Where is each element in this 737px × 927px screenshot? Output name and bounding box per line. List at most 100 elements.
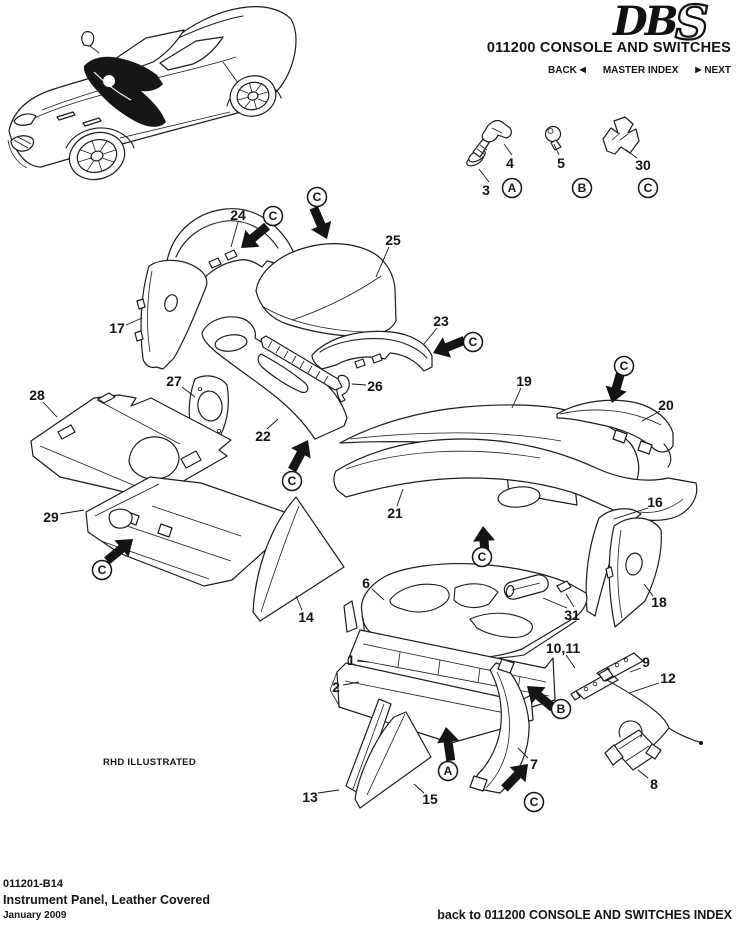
part-callout-8: 8 [637, 769, 658, 792]
hood-vents [56, 111, 102, 127]
side-glass [159, 36, 224, 71]
fixing-badge-C: C [471, 546, 493, 568]
part-number-label: 23 [433, 313, 449, 329]
fixing-badge-A: A [501, 177, 523, 199]
nav-back-link[interactable]: BACK ◀ [548, 65, 586, 76]
nav-next-label: NEXT [704, 65, 731, 76]
part-number-label: 6 [362, 575, 370, 591]
nav-next-link[interactable]: ▶ NEXT [695, 65, 731, 76]
part-number-label: 5 [557, 155, 565, 171]
nav-links: BACK ◀ MASTER INDEX ▶ NEXT [548, 65, 731, 76]
part-7-shape [469, 658, 530, 794]
part-16-shape [585, 508, 642, 617]
headlight [13, 113, 37, 126]
part-callout-10-11: 10,11 [546, 640, 580, 669]
part-callout-2: 2 [332, 679, 360, 695]
part-callout-17: 17 [109, 317, 143, 336]
part-number-label: 31 [564, 607, 580, 623]
part-15-shape [354, 711, 432, 809]
part-callout-20: 20 [641, 397, 674, 422]
svg-text:C: C [620, 359, 629, 373]
part-2-shape [329, 662, 534, 744]
part-number-label: 25 [385, 232, 401, 248]
fastener-arrow-icon-2 [433, 336, 467, 358]
part-25-shape [255, 243, 397, 337]
nav-master-index-link[interactable]: MASTER INDEX [602, 65, 679, 76]
next-arrow-icon: ▶ [695, 65, 702, 74]
fixing-badge-C: C [523, 791, 545, 813]
part-callout-30: 30 [625, 149, 651, 173]
dbs-logo-icon: DB S [612, 0, 710, 46]
fixing-badge-C: C [262, 205, 284, 227]
part-callout-16: 16 [613, 494, 663, 520]
part-number-label: 27 [166, 373, 182, 389]
part-number-label: 15 [422, 791, 438, 807]
part-callout-19: 19 [511, 373, 532, 409]
part-number-label: 13 [302, 789, 318, 805]
fastener-arrow-icon-7 [527, 686, 556, 712]
fixing-badge-C: C [91, 559, 113, 581]
part-30-shape [602, 116, 640, 155]
page-title: 011200 CONSOLE AND SWITCHES [486, 40, 731, 56]
fixing-badge-C: C [306, 186, 328, 208]
part-number-label: 24 [230, 207, 246, 223]
part-callout-9: 9 [629, 654, 650, 673]
fixing-badge-A: A [437, 760, 459, 782]
part-8-shape [604, 720, 662, 771]
fixing-badge-C: C [613, 355, 635, 377]
part-number-label: 19 [516, 373, 532, 389]
part-17-shape [134, 259, 208, 370]
part-number-label: 9 [642, 654, 650, 670]
part-callout-25: 25 [375, 232, 401, 278]
svg-text:C: C [269, 209, 278, 223]
part-callout-29: 29 [43, 509, 85, 525]
svg-text:B: B [557, 702, 566, 716]
part-5-shape [544, 125, 562, 151]
part-31-shape [503, 574, 572, 600]
fixing-badge-B: B [571, 177, 593, 199]
fixing-badge-C: C [462, 331, 484, 353]
fixing-badge-B: B [550, 698, 572, 720]
fastener-arrow-icon-0 [241, 222, 270, 248]
nav-back-label: BACK [548, 65, 577, 76]
fastener-arrow-icon-1 [309, 205, 332, 239]
part-number-label: 28 [29, 387, 45, 403]
part-number-label: 2 [332, 679, 340, 695]
fixing-badge-C: C [281, 470, 303, 492]
logo-s-text: S [675, 0, 709, 46]
part-number-label: 12 [660, 670, 676, 686]
part-14-shape [252, 496, 345, 622]
part-callout-31: 31 [542, 593, 580, 623]
svg-text:C: C [530, 795, 539, 809]
part-number-label: 17 [109, 320, 125, 336]
part-callout-14: 14 [295, 595, 314, 625]
document-date: January 2009 [3, 910, 67, 921]
fastener-arrow-icon-4 [288, 440, 311, 473]
part-23-shape [311, 330, 433, 372]
part-callout-12: 12 [628, 670, 676, 694]
fastener-arrow-icon-9 [501, 764, 528, 792]
svg-text:A: A [444, 764, 453, 778]
part-number-label: 10,11 [546, 640, 580, 656]
part-number-label: 30 [635, 157, 651, 173]
fastener-arrow-icon-3 [605, 369, 627, 403]
svg-text:A: A [508, 181, 517, 195]
rhd-illustrated-note: RHD ILLUSTRATED [103, 757, 196, 768]
part-number-label: 7 [530, 756, 538, 772]
part-callout-4: 4 [503, 143, 514, 171]
part-callout-28: 28 [29, 387, 58, 418]
svg-text:C: C [644, 181, 653, 195]
fastener-arrow-icon-8 [437, 727, 459, 762]
part-22-shape [201, 316, 348, 440]
part-callout-22: 22 [255, 418, 279, 444]
part-29-shape [85, 476, 294, 587]
back-to-index-link[interactable]: back to 011200 CONSOLE AND SWITCHES INDE… [437, 908, 732, 922]
part-number-label: 26 [367, 378, 383, 394]
part-number-label: 16 [647, 494, 663, 510]
logo-db-text: DB [612, 0, 677, 45]
part-callout-6: 6 [362, 575, 385, 601]
fixing-badge-C: C [637, 177, 659, 199]
part-4-shape [481, 119, 512, 143]
